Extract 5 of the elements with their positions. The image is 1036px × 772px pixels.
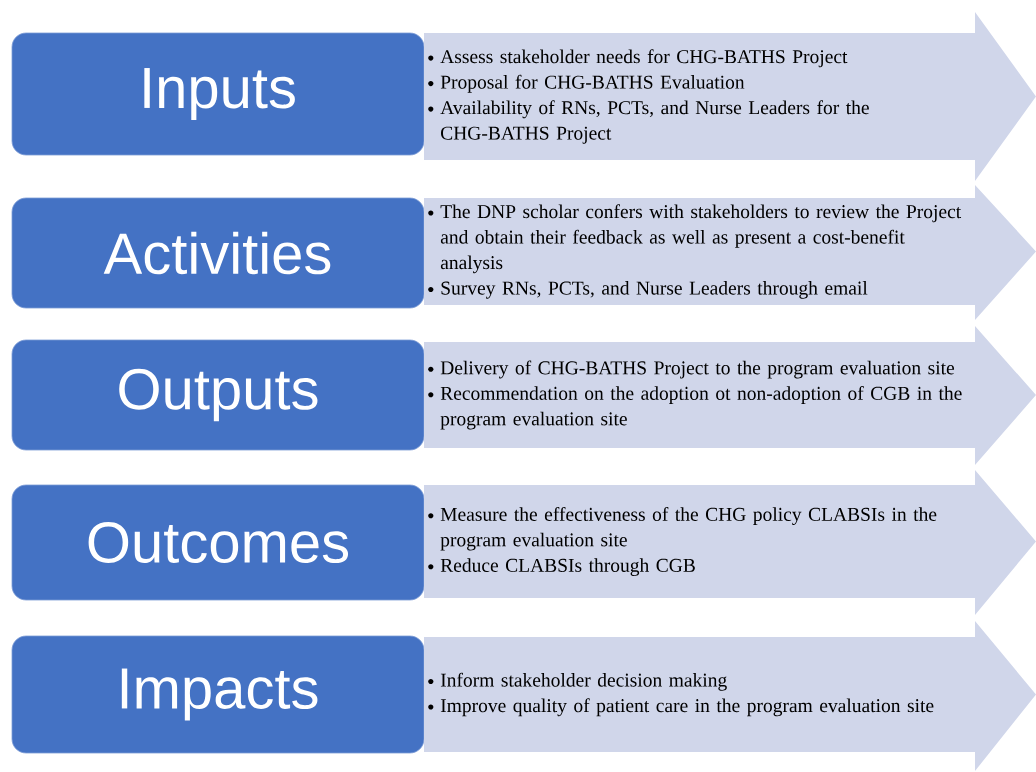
- stage-box: Outputs: [11, 339, 425, 451]
- stage-box: Activities: [11, 197, 425, 309]
- stage-box: Outcomes: [11, 484, 425, 601]
- stage-box: Inputs: [11, 32, 425, 156]
- stage-box: Impacts: [11, 635, 425, 754]
